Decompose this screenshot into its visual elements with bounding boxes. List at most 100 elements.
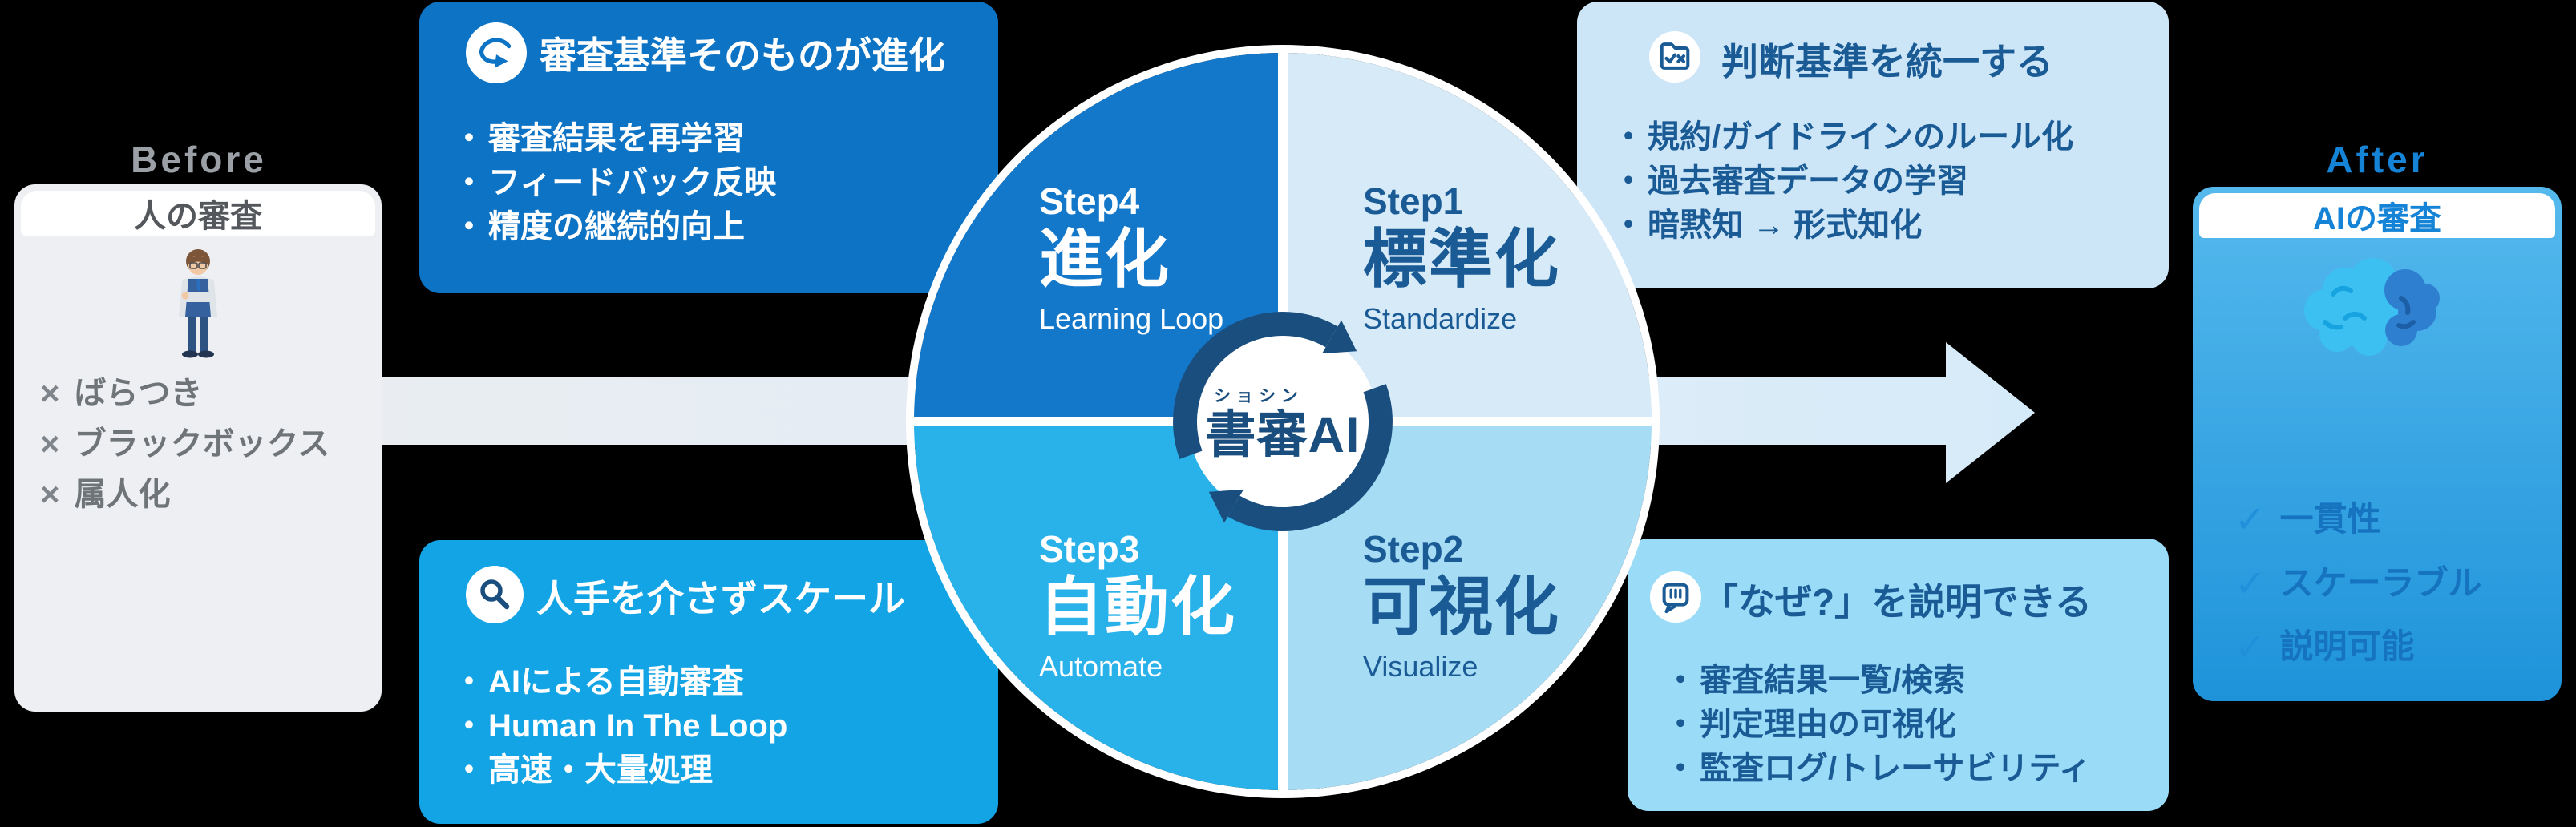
speech-bubble-icon: [1650, 571, 1701, 623]
step2-visualize: Step2 可視化 Visualize: [1363, 530, 1560, 681]
callout-item: ・規約/ガイドラインのルール化: [1612, 120, 2073, 154]
logo-text: ショシン 書審AI: [1163, 301, 1403, 542]
bullet: ・: [1612, 208, 1644, 243]
callout-item: ・審査結果を再学習: [453, 122, 776, 155]
before-panel: 人の審査 × ばらつき × ブラックボックス: [14, 184, 382, 712]
bullet: ・: [453, 664, 485, 700]
x-mark-icon: ×: [40, 425, 60, 463]
bullet: ・: [453, 209, 485, 244]
before-label: Before: [131, 139, 267, 180]
after-benefit-row: ✓ 説明可能: [2234, 627, 2482, 668]
before-issues-list: × ばらつき × ブラックボックス × 属人化: [40, 374, 330, 514]
callout-unify: 判断基準を統一する ・規約/ガイドラインのルール化 ・過去審査データの学習 ・暗…: [1577, 2, 2169, 288]
bullet: ・: [453, 165, 485, 200]
after-panel: AIの審査 ✓ 一貫性 ✓: [2193, 187, 2562, 701]
bullet: ・: [1612, 119, 1644, 155]
logo-suffix: AI: [1308, 406, 1361, 463]
step-name: 自動化: [1039, 571, 1236, 643]
bullet: ・: [1612, 163, 1644, 199]
bullet: ・: [453, 708, 485, 744]
step-subtitle: Visualize: [1363, 650, 1478, 683]
callout-title: 判断基準を統一する: [1721, 41, 2053, 83]
check-icon: ✓: [2234, 562, 2266, 604]
before-issue-text: ばらつき: [74, 376, 203, 412]
before-issue-text: ブラックボックス: [74, 426, 330, 462]
callout-item-text: 暗黙知 → 形式知化: [1648, 208, 1923, 243]
after-benefits-list: ✓ 一貫性 ✓ スケーラブル ✓ 説明可能: [2234, 499, 2482, 668]
magnifier-icon: [466, 566, 524, 623]
callout-item: ・フィードバック反映: [453, 166, 776, 200]
callout-title: 人手を介さずスケール: [536, 578, 905, 619]
bullet: ・: [1664, 663, 1696, 698]
before-panel-title: 人の審査: [21, 191, 375, 236]
callout-item-text: フィードバック反映: [488, 165, 777, 200]
callout-item-text: 審査結果を再学習: [488, 121, 745, 156]
step1-standardize: Step1 標準化 Standardize: [1363, 183, 1560, 333]
check-icon: ✓: [2234, 626, 2266, 668]
check-icon: ✓: [2234, 498, 2266, 540]
step-subtitle: Standardize: [1363, 302, 1518, 335]
callout-item: ・暗黙知 → 形式知化: [1612, 208, 2073, 242]
x-mark-icon: ×: [40, 374, 60, 412]
after-benefit-text: 説明可能: [2279, 627, 2415, 666]
after-label: After: [2326, 139, 2428, 180]
before-issue-row: × 属人化: [40, 476, 330, 513]
callout-title: 審査基準そのものが進化: [540, 34, 945, 76]
after-benefit-text: スケーラブル: [2279, 563, 2482, 602]
step-label: Step4: [1039, 180, 1140, 222]
before-issue-row: × ばらつき: [40, 374, 330, 412]
callout-item-text: 過去審査データの学習: [1648, 163, 1968, 199]
callout-items: ・審査結果を再学習 ・フィードバック反映 ・精度の継続的向上: [453, 122, 776, 244]
callout-item: ・判定理由の可視化: [1664, 708, 2091, 741]
before-issue-row: × ブラックボックス: [40, 425, 330, 463]
callout-item-text: 審査結果一覧/検索: [1700, 663, 1966, 698]
cycle-arrows-icon: [1173, 311, 1393, 532]
logo-furigana: ショシン: [1214, 386, 1304, 405]
callout-item: ・Human In The Loop: [453, 709, 787, 743]
callout-evolution: 審査基準そのものが進化 ・審査結果を再学習 ・フィードバック反映 ・精度の継続的…: [419, 2, 998, 293]
folder-check-icon: [1649, 31, 1700, 83]
bullet: ・: [453, 752, 485, 788]
step-name: 進化: [1039, 224, 1171, 295]
after-panel-title: AIの審査: [2199, 193, 2555, 238]
callout-item-text: Human In The Loop: [488, 708, 788, 744]
step4-evolution: Step4 進化 Learning Loop: [1039, 183, 1223, 333]
before-issue-text: 属人化: [74, 477, 171, 513]
callout-title: 「なぜ?」を説明できる: [1701, 581, 2093, 623]
shoshin-ai-logo: ショシン 書審AI: [1163, 301, 1403, 542]
step-subtitle: Automate: [1039, 650, 1163, 683]
step-subtitle: Learning Loop: [1039, 302, 1224, 335]
callout-item-text: 規約/ガイドラインのルール化: [1648, 119, 2074, 155]
bullet: ・: [1664, 707, 1696, 742]
callout-item: ・AIによる自動審査: [453, 665, 787, 699]
step-label: Step2: [1363, 528, 1464, 570]
loop-arrow-icon: [466, 22, 527, 83]
callout-item: ・精度の継続的向上: [453, 210, 776, 244]
callout-item-text: 精度の継続的向上: [488, 209, 745, 244]
bullet: ・: [453, 121, 485, 156]
callout-explain: 「なぜ?」を説明できる ・審査結果一覧/検索 ・判定理由の可視化 ・監査ログ/ト…: [1628, 539, 2169, 811]
after-benefit-row: ✓ 一貫性: [2234, 499, 2482, 540]
callout-item-text: 高速・大量処理: [488, 752, 713, 788]
callout-item: ・過去審査データの学習: [1612, 164, 2073, 198]
callout-items: ・AIによる自動審査 ・Human In The Loop ・高速・大量処理: [453, 665, 787, 787]
ai-brain-illustration: [2304, 258, 2440, 356]
step-name: 可視化: [1363, 571, 1560, 643]
logo-wordmark: 書審AI: [1205, 406, 1361, 463]
callout-items: ・規約/ガイドラインのルール化 ・過去審査データの学習 ・暗黙知 → 形式知化: [1612, 120, 2073, 242]
after-benefit-text: 一貫性: [2279, 500, 2381, 539]
callout-item: ・監査ログ/トレーサビリティ: [1664, 752, 2091, 785]
logo-base: 書審: [1205, 406, 1308, 463]
callout-item: ・審査結果一覧/検索: [1664, 664, 2091, 697]
callout-item: ・高速・大量処理: [453, 753, 787, 787]
step-label: Step1: [1363, 180, 1464, 222]
step3-automate: Step3 自動化 Automate: [1039, 530, 1236, 681]
callout-item-text: 判定理由の可視化: [1700, 707, 1956, 742]
callout-item-text: AIによる自動審査: [488, 664, 744, 700]
callout-item-text: 監査ログ/トレーサビリティ: [1700, 751, 2091, 786]
callout-scale: 人手を介さずスケール ・AIによる自動審査 ・Human In The Loop…: [419, 540, 998, 824]
callout-items: ・審査結果一覧/検索 ・判定理由の可視化 ・監査ログ/トレーサビリティ: [1664, 664, 2091, 785]
person-illustration: [179, 249, 217, 358]
bullet: ・: [1664, 751, 1696, 786]
